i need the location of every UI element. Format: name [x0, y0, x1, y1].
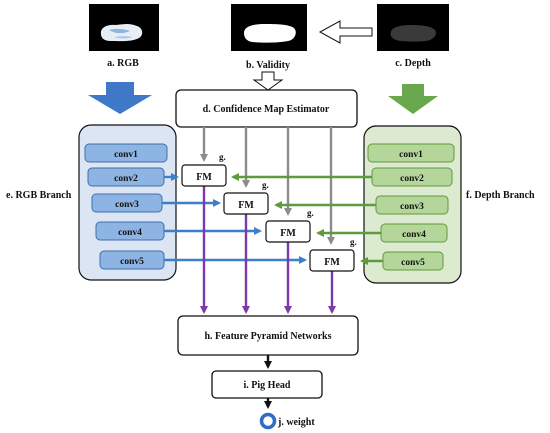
depth-conv1-label: conv1 — [399, 150, 423, 160]
depth-thumbnail — [377, 4, 449, 51]
rgb-conv1-label: conv1 — [114, 150, 138, 160]
rgb-branch-label: e. RGB Branch — [6, 190, 72, 201]
fm4-g-label: g. — [350, 237, 357, 247]
depth-conv2: conv2 — [371, 167, 453, 187]
depth-to-validity-arrow — [318, 20, 373, 44]
validity-to-confidence-arrow — [252, 71, 284, 91]
rgb-conv5-label: conv5 — [120, 257, 144, 267]
fm3-label: FM — [280, 228, 296, 239]
depth-down-arrow — [388, 84, 438, 114]
rgb-conv1: conv1 — [84, 143, 168, 163]
depth-branch: conv1 conv2 conv3 conv4 conv5 — [363, 125, 462, 284]
feature-pyramid-networks: h. Feature Pyramid Networks — [177, 315, 359, 356]
depth-conv1: conv1 — [367, 143, 455, 163]
rgb-conv4: conv4 — [95, 221, 165, 241]
depth-input-label: c. Depth — [395, 58, 431, 69]
rgb-conv4-label: conv4 — [118, 228, 142, 238]
confidence-map-estimator: d. Confidence Map Estimator — [175, 89, 358, 128]
fm3-g-label: g. — [307, 208, 314, 218]
depth-conv4-label: conv4 — [402, 230, 426, 240]
rgb-conv5: conv5 — [99, 250, 165, 270]
fm1-g-label: g. — [219, 152, 226, 162]
depth-conv2-label: conv2 — [400, 174, 424, 184]
fm2-g-label: g. — [262, 180, 269, 190]
weight-ring-icon — [259, 412, 277, 430]
depth-conv3-label: conv3 — [400, 202, 424, 212]
depth-conv4: conv4 — [380, 223, 448, 243]
rgb-input-label: a. RGB — [107, 58, 139, 69]
validity-thumbnail — [231, 4, 307, 51]
validity-input-label: b. Validity — [246, 60, 290, 71]
rgb-conv3: conv3 — [91, 193, 163, 213]
rgb-branch: conv1 conv2 conv3 conv4 conv5 — [78, 124, 177, 281]
depth-conv5-label: conv5 — [401, 258, 425, 268]
pig-head: i. Pig Head — [211, 370, 323, 399]
fm2-label: FM — [238, 200, 254, 211]
confidence-label: d. Confidence Map Estimator — [203, 104, 330, 115]
fusion-module-4: FM g. — [309, 237, 357, 272]
depth-conv5: conv5 — [382, 251, 444, 271]
fpn-label: h. Feature Pyramid Networks — [204, 331, 331, 342]
rgb-conv2: conv2 — [87, 167, 165, 187]
rgb-conv3-label: conv3 — [115, 200, 139, 210]
rgb-conv2-label: conv2 — [114, 174, 138, 184]
depth-branch-label: f. Depth Branch — [466, 190, 535, 201]
weight-label: j. weight — [277, 417, 315, 428]
weight-output: j. weight — [259, 412, 315, 430]
depth-conv3: conv3 — [375, 195, 449, 215]
fm1-label: FM — [196, 172, 212, 183]
fusion-module-1: FM g. — [181, 152, 227, 187]
fusion-module-3: FM g. — [265, 208, 314, 243]
fusion-module-2: FM g. — [223, 180, 269, 215]
fm4-label: FM — [324, 257, 340, 268]
rgb-down-arrow — [88, 82, 152, 114]
rgb-thumbnail — [89, 4, 159, 51]
pig-head-label: i. Pig Head — [244, 380, 291, 391]
